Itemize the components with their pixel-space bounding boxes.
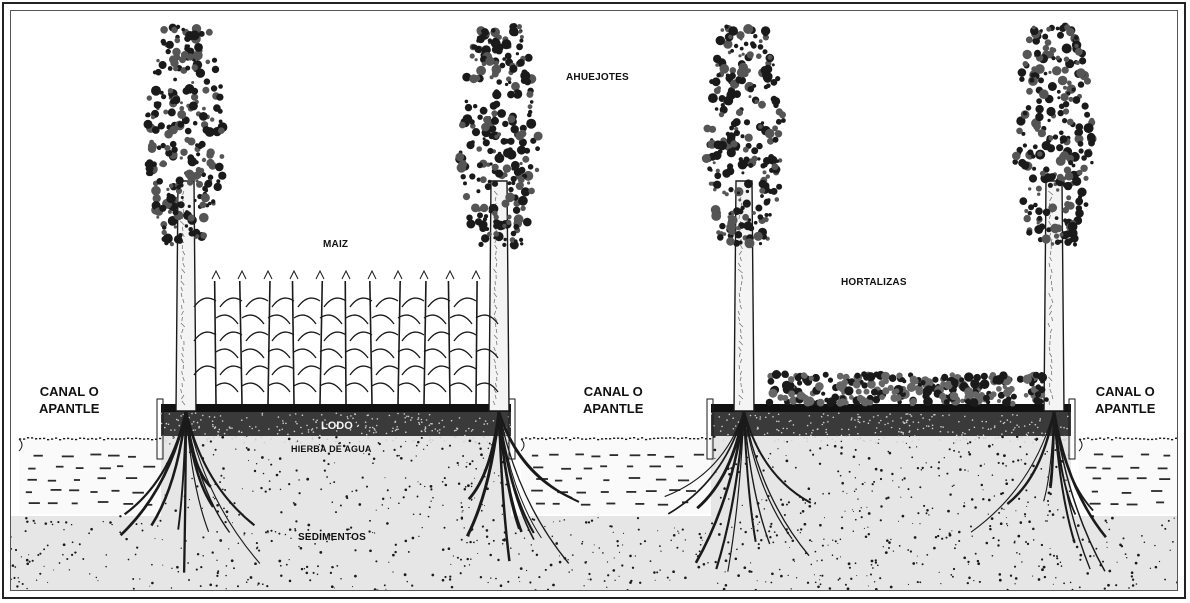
maize-plant bbox=[220, 271, 264, 404]
canal-middle-line1: CANAL O bbox=[583, 384, 643, 401]
vegetable-bush bbox=[907, 372, 939, 406]
label-canal-left: CANAL O APANTLE bbox=[39, 384, 99, 418]
vegetable-bush bbox=[990, 371, 1024, 406]
maize-plant bbox=[272, 271, 316, 404]
label-canal-right: CANAL O APANTLE bbox=[1095, 384, 1155, 418]
label-lodo: LODO bbox=[321, 420, 353, 434]
canal-left-line1: CANAL O bbox=[39, 384, 99, 401]
vegetable-bush bbox=[853, 371, 886, 407]
canal-middle-line2: APANTLE bbox=[583, 401, 643, 418]
maize-plant bbox=[350, 271, 394, 404]
label-canal-middle: CANAL O APANTLE bbox=[583, 384, 643, 418]
maize-plant bbox=[298, 271, 342, 404]
chinampa-cross-section bbox=[11, 11, 1178, 591]
maize-plant bbox=[324, 271, 368, 404]
maize-plant bbox=[246, 271, 290, 404]
canal-right-line2: APANTLE bbox=[1095, 401, 1155, 418]
maize-plant bbox=[428, 271, 472, 404]
canal-left-line2: APANTLE bbox=[39, 401, 99, 418]
water-canal-3 bbox=[1079, 437, 1178, 514]
vegetable-bush bbox=[1023, 372, 1049, 405]
vegetable-bush bbox=[823, 372, 856, 407]
vegetable-bush bbox=[877, 372, 910, 405]
vegetable-bush bbox=[795, 372, 826, 406]
label-hierba-de-agua: HIERBA DE AGUA bbox=[291, 444, 372, 455]
vegetable-bush bbox=[766, 370, 799, 406]
vegetable-bush bbox=[934, 372, 969, 405]
diagram-area: AHUEJOTES MAIZ HORTALIZAS CANAL O APANTL… bbox=[10, 10, 1178, 591]
label-hortalizas: HORTALIZAS bbox=[841, 277, 907, 290]
vegetable-bush bbox=[964, 372, 996, 407]
ahuejote-tree-3 bbox=[702, 24, 786, 411]
maize-plant bbox=[194, 271, 238, 404]
maize-plant bbox=[376, 271, 420, 404]
label-ahuejotes: AHUEJOTES bbox=[566, 72, 629, 85]
label-maiz: MAIZ bbox=[323, 239, 348, 252]
canal-right-line1: CANAL O bbox=[1095, 384, 1155, 401]
ahuejote-tree-4 bbox=[1012, 23, 1097, 411]
label-sedimentos: SEDIMENTOS bbox=[298, 532, 366, 545]
maize-crop bbox=[194, 271, 498, 404]
vegetable-crop bbox=[766, 370, 1049, 407]
maize-plant bbox=[402, 271, 446, 404]
water-canal-2 bbox=[521, 437, 711, 514]
